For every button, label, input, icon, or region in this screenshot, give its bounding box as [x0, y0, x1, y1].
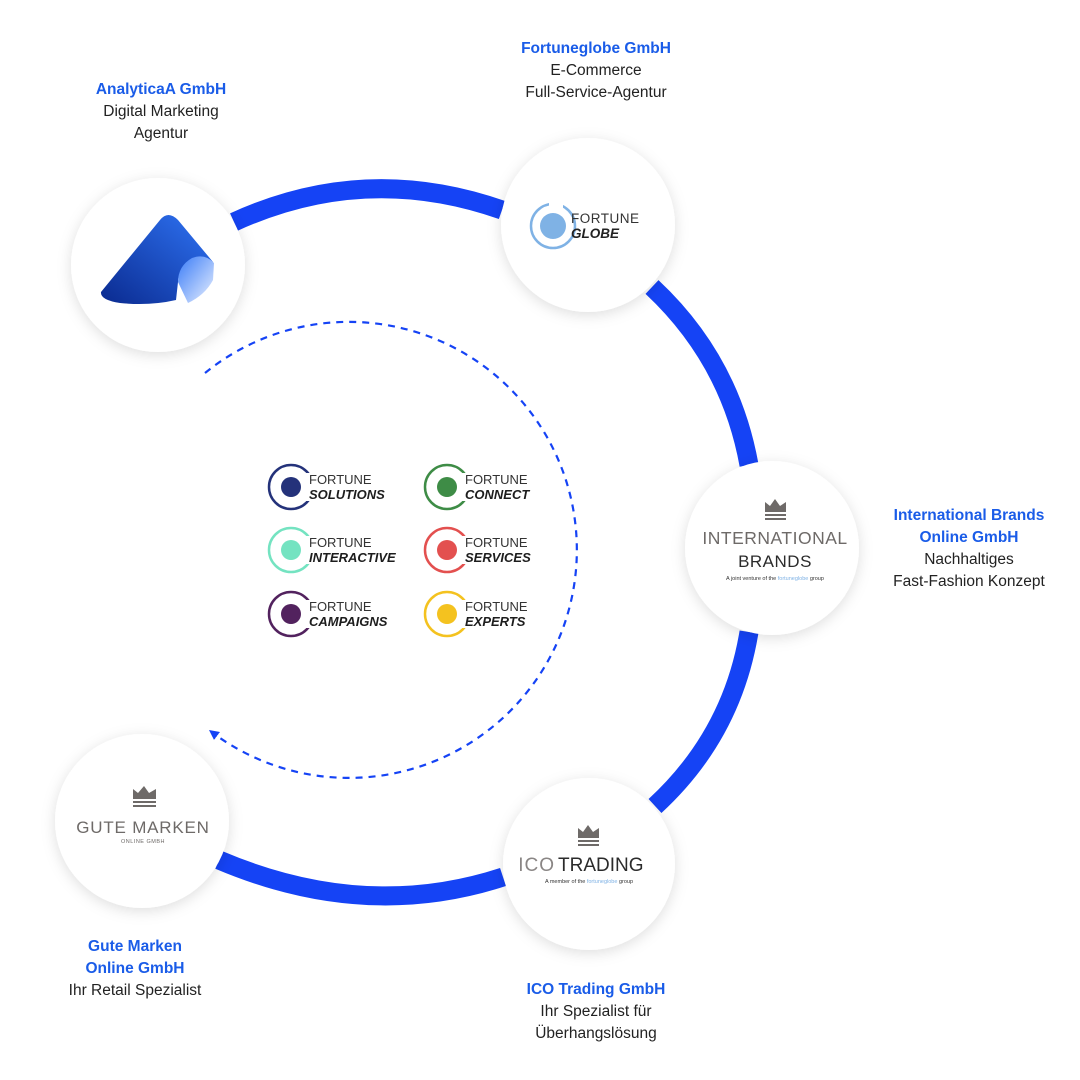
caption-international-brands: International Brands Online GmbH Nachhal… — [859, 505, 1079, 593]
brand-word2: SOLUTIONS — [309, 487, 385, 502]
brand-word2: CAMPAIGNS — [309, 614, 388, 629]
brand-dot-icon — [281, 540, 301, 560]
caption-gute-marken-company: Online GmbH — [85, 960, 185, 977]
fortuneglobe-logo-word2: GLOBE — [571, 226, 620, 241]
international-brands-word1: INTERNATIONAL — [702, 528, 847, 548]
brand-ring-gap — [303, 600, 317, 628]
node-analytica — [71, 178, 245, 352]
caption-analytica-line: Digital Marketing — [103, 103, 219, 120]
brand-ring-gap — [459, 473, 473, 501]
brand-word1: FORTUNE — [465, 472, 528, 487]
brand-ring-gap — [303, 473, 317, 501]
ring-segment-international-to-ico — [648, 630, 759, 813]
brand-ring-gap — [459, 600, 473, 628]
caption-ico-trading-company: ICO Trading GmbH — [526, 981, 666, 998]
ico-trading-logo: ICO TRADING A member of the fortuneglobe… — [518, 825, 644, 885]
brand-ring-gap — [303, 536, 317, 564]
crown-icon — [578, 825, 599, 846]
caption-analytica-company: AnalyticaA GmbH — [95, 81, 227, 98]
brand-word1: FORTUNE — [465, 599, 528, 614]
international-brands-word2: BRANDS — [738, 552, 812, 571]
caption-fortuneglobe-line: E-Commerce — [550, 62, 642, 79]
caption-international-brands-company: Online GmbH — [919, 529, 1019, 546]
gute-marken-logo: GUTE MARKEN ONLINE GMBH — [76, 786, 209, 845]
ring-segment-analytica-to-fortuneglobe — [230, 179, 506, 231]
brand-word2: SERVICES — [465, 550, 531, 565]
ring-segment-ico-to-gutemarken — [215, 851, 506, 906]
caption-analytica: AnalyticaA GmbH Digital Marketing Agentu… — [61, 79, 261, 145]
brand-word2: INTERACTIVE — [309, 550, 396, 565]
center-brand-grid: FORTUNESOLUTIONSFORTUNECONNECTFORTUNEINT… — [267, 463, 531, 638]
brand-dot-icon — [281, 604, 301, 624]
crown-icon — [133, 786, 156, 807]
caption-gute-marken: Gute Marken Online GmbH Ihr Retail Spezi… — [35, 936, 235, 1002]
international-brands-logo: INTERNATIONAL BRANDS A joint venture of … — [702, 499, 847, 582]
node-gute-marken: GUTE MARKEN ONLINE GMBH — [55, 734, 229, 908]
node-ico-trading: ICO TRADING A member of the fortuneglobe… — [503, 778, 675, 950]
gute-marken-word2: ONLINE GMBH — [121, 839, 165, 845]
ico-trading-tagline: A member of the fortuneglobe group — [545, 879, 633, 885]
caption-fortuneglobe: Fortuneglobe GmbH E-Commerce Full-Servic… — [476, 38, 716, 104]
fortuneglobe-logo-word1: FORTUNE — [571, 211, 640, 226]
brand-word1: FORTUNE — [309, 599, 372, 614]
brand-word1: FORTUNE — [465, 535, 528, 550]
caption-fortuneglobe-line: Full-Service-Agentur — [525, 84, 667, 101]
international-brands-tagline: A joint venture of the fortuneglobe grou… — [726, 576, 824, 582]
ring-segment-fortuneglobe-to-international — [645, 280, 759, 467]
dashed-cycle-arrow — [204, 320, 578, 779]
caption-ico-trading-line: Ihr Spezialist für — [540, 1003, 652, 1020]
analytica-logo — [100, 215, 214, 304]
node-fortuneglobe: FORTUNE GLOBE — [501, 138, 675, 312]
brand-dot-icon — [437, 540, 457, 560]
brand-dot-icon — [437, 604, 457, 624]
caption-international-brands-company: International Brands — [893, 507, 1045, 524]
fortuneglobe-logo: FORTUNE GLOBE — [529, 200, 640, 250]
caption-ico-trading-line: Überhangslösung — [535, 1025, 657, 1042]
brand-word1: FORTUNE — [309, 535, 372, 550]
caption-international-brands-line: Nachhaltiges — [924, 551, 1014, 568]
outer-ring — [215, 179, 759, 906]
brand-dot-icon — [281, 477, 301, 497]
caption-ico-trading: ICO Trading GmbH Ihr Spezialist für Über… — [486, 979, 706, 1045]
brand-word1: FORTUNE — [309, 472, 372, 487]
caption-analytica-line: Agentur — [133, 125, 189, 142]
ico-trading-word1: ICO — [518, 855, 555, 876]
caption-gute-marken-line: Ihr Retail Spezialist — [68, 982, 202, 999]
caption-gute-marken-company: Gute Marken — [88, 938, 182, 955]
brand-word2: CONNECT — [465, 487, 530, 502]
caption-international-brands-line: Fast-Fashion Konzept — [893, 573, 1045, 590]
brand-ring-gap — [459, 536, 473, 564]
caption-fortuneglobe-company: Fortuneglobe GmbH — [521, 40, 671, 57]
brand-dot-icon — [437, 477, 457, 497]
node-international-brands: INTERNATIONAL BRANDS A joint venture of … — [685, 461, 859, 635]
brand-word2: EXPERTS — [465, 614, 526, 629]
ico-trading-word2: TRADING — [558, 855, 644, 876]
gute-marken-word1: GUTE MARKEN — [76, 818, 209, 837]
crown-icon — [765, 499, 786, 520]
